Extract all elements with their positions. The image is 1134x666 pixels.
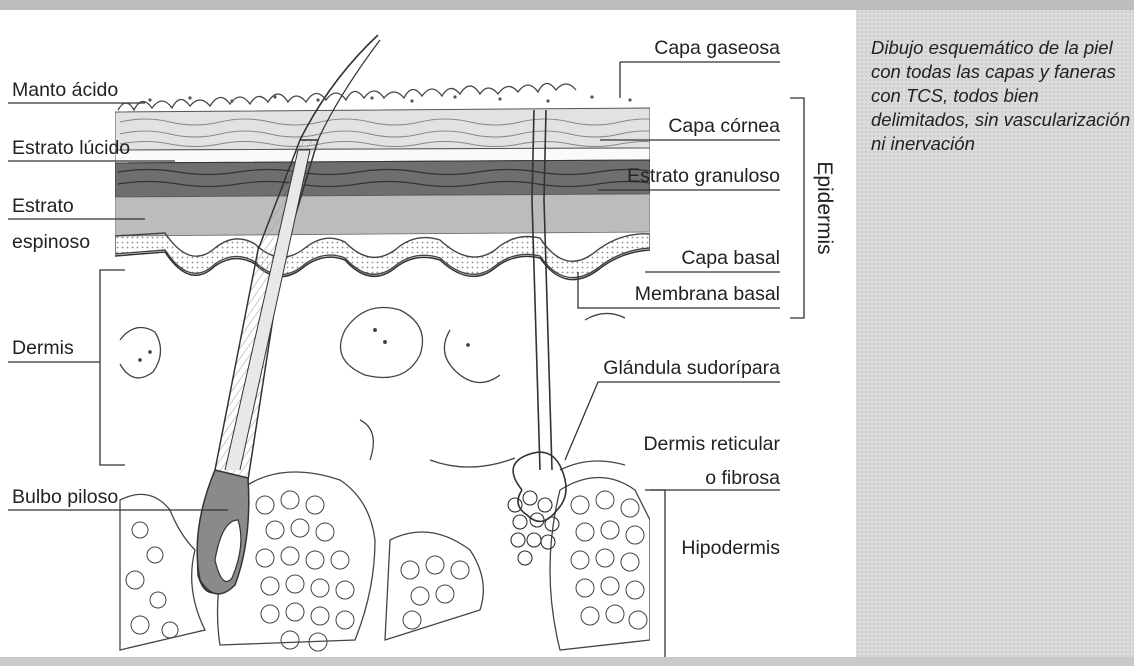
label-hipodermis: Hipodermis bbox=[681, 537, 780, 559]
bottom-border bbox=[0, 657, 1134, 666]
label-capa-gaseosa: Capa gaseosa bbox=[654, 37, 780, 59]
caption-panel: Dibujo esquemático de la piel con todas … bbox=[856, 10, 1134, 657]
acid-mantle-layer bbox=[118, 83, 632, 110]
label-estrato-espinoso-line1: Estrato bbox=[12, 195, 74, 217]
label-dermis-reticular-line2: o fibrosa bbox=[705, 467, 780, 489]
label-capa-cornea: Capa córnea bbox=[668, 115, 780, 137]
label-epidermis: Epidermis bbox=[813, 161, 836, 254]
basal-layer bbox=[115, 233, 650, 278]
label-estrato-granuloso: Estrato granuloso bbox=[627, 165, 780, 187]
label-glandula-sudoripara: Glándula sudorípara bbox=[603, 357, 780, 379]
label-capa-basal: Capa basal bbox=[681, 247, 780, 269]
label-bulbo-piloso: Bulbo piloso bbox=[12, 486, 118, 508]
stratum-spinosum-layer bbox=[115, 194, 650, 236]
label-estrato-lucido: Estrato lúcido bbox=[12, 137, 130, 159]
skin-layers bbox=[115, 83, 670, 651]
label-dermis: Dermis bbox=[12, 337, 74, 359]
label-manto-acido: Manto ácido bbox=[12, 79, 118, 101]
stratum-granulosum-layer bbox=[115, 160, 650, 197]
label-estrato-espinoso-line2: espinoso bbox=[12, 231, 90, 253]
skin-diagram: Manto ácido Estrato lúcido Estrato espin… bbox=[0, 0, 856, 666]
label-dermis-reticular-line1: Dermis reticular bbox=[643, 433, 780, 455]
figure-caption: Dibujo esquemático de la piel con todas … bbox=[871, 36, 1133, 156]
label-membrana-basal: Membrana basal bbox=[635, 283, 780, 305]
